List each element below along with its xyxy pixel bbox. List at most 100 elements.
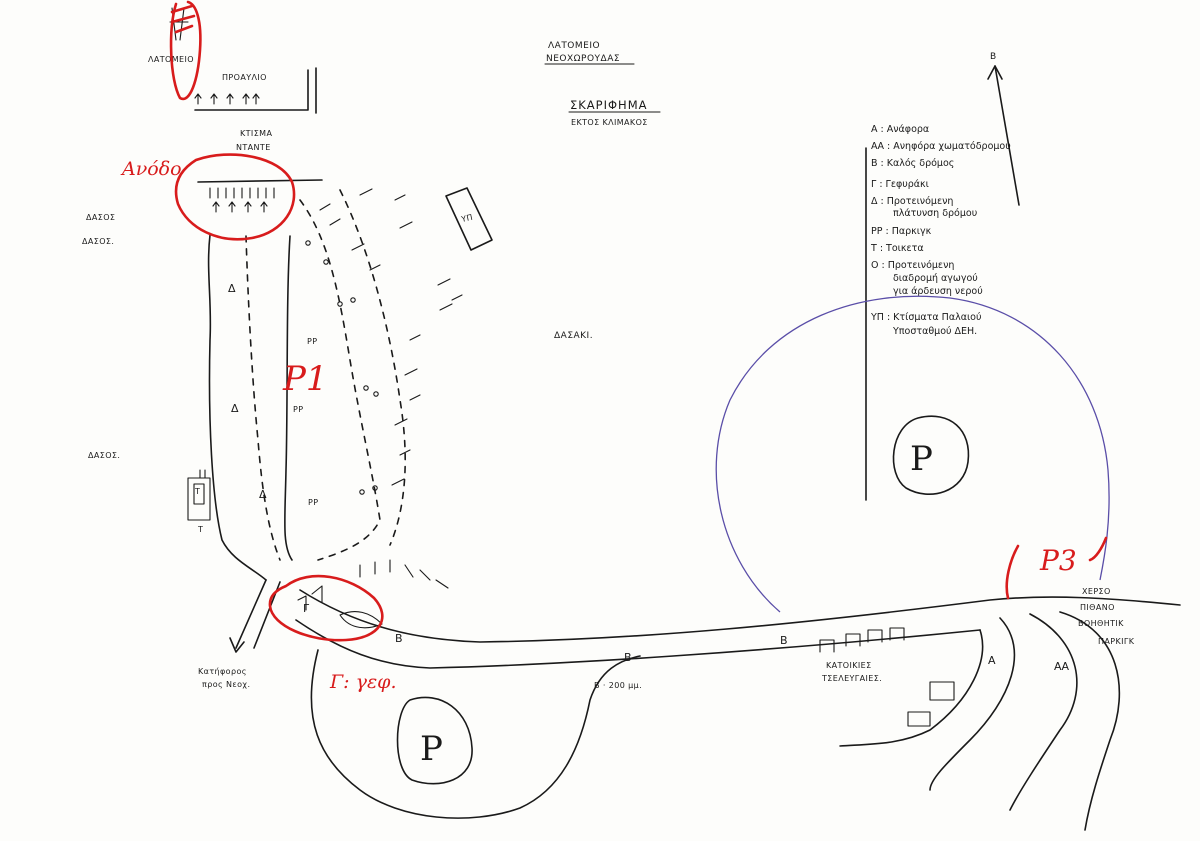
- distance-label: Β · 200 μμ.: [594, 681, 642, 690]
- beta-label-3: Β: [780, 634, 788, 647]
- north-arrow: B: [987, 52, 1020, 206]
- legend-item-t: Τ : Τοικετα: [870, 243, 924, 254]
- ktisma-label-2: ΝΤΑΝΤΕ: [236, 143, 271, 152]
- legend-item-yp-line2: Υποσταθμού ΔΕΗ.: [892, 326, 977, 337]
- legend-item-a: Α : Ανάφορα: [871, 124, 929, 135]
- east-side: ΚΑΤΟΙΚΙΕΣ ΤΣΕΛΕΥΓΑΙΕΣ. Α ΑΑ ΧΕΡΣΟ ΠΙΘΑΝΟ…: [819, 587, 1134, 831]
- title-line-1: ΛΑΤΟΜΕΙΟ: [548, 41, 600, 51]
- pp-label-2: PP: [293, 405, 303, 414]
- bridge-symbol: [339, 611, 383, 629]
- pp-label-1: PP: [307, 337, 317, 346]
- pipe-point: [305, 240, 311, 246]
- delta-label-3: Δ: [259, 488, 267, 501]
- ntante-arrows: [212, 201, 268, 213]
- main-road-top-edge: [299, 589, 1181, 643]
- aa-label: ΑΑ: [1054, 660, 1070, 673]
- upper-parking: P: [715, 295, 1110, 613]
- forecourt-outline: [194, 67, 317, 114]
- downhill-arrow: Κατήφορος προς Νεοχ.: [198, 579, 281, 689]
- pipe-point: [373, 391, 379, 397]
- katiforos-label-1: Κατήφορος: [198, 667, 247, 676]
- pipe-point: [337, 301, 343, 307]
- red-quarry-hatch: [170, 4, 196, 34]
- quarry-area: ΛΑΤΟΜΕΙΟ ΠΡΟΑΥΛΙΟ ΚΤΙΣΜΑ ΝΤΑΝΤΕ: [148, 7, 323, 213]
- ktisma-label-1: ΚΤΙΣΜΑ: [240, 129, 272, 138]
- ramp-a-edge-2: [929, 617, 1016, 791]
- proposed-pipe-route: [299, 199, 381, 561]
- katoikies-label-1: ΚΑΤΟΙΚΙΕΣ: [826, 661, 872, 670]
- forest-hatching: [319, 188, 463, 589]
- sketch-header: ΛΑΤΟΜΕΙΟ ΝΕΟΧΩΡΟΥΔΑΣ ΣΚΑΡΙΦΗΜΑ ΕΚΤΟΣ ΚΛΙ…: [544, 41, 661, 127]
- road-centerline: [245, 235, 281, 561]
- proaylio-label: ΠΡΟΑΥΛΙΟ: [222, 73, 267, 82]
- p1-annotation: P1: [282, 359, 328, 399]
- anodos-annotation: Ανόδο: [120, 158, 182, 180]
- north-arrow-label: B: [990, 52, 997, 62]
- ramp-aa-edge-2: [1059, 611, 1121, 831]
- kerso-label-3: ΒΟΗΘΗΤΙΚ: [1078, 619, 1124, 628]
- parking-zone-circle: [715, 295, 1110, 613]
- sketch-title: ΣΚΑΡΙΦΗΜΑ: [570, 98, 648, 112]
- substation-outline: [445, 187, 493, 251]
- legend-item-pp: PP : Παρκιγκ: [871, 226, 932, 237]
- legend-item-o: Ο : Προτεινόμενη: [871, 260, 954, 271]
- ramp-a-edge-1: [839, 629, 984, 747]
- proposed-pipe-route-2: [339, 189, 406, 546]
- legend-item-g: Γ : Γεφυράκι: [871, 179, 929, 190]
- red-annotations: Ανόδο P1 Γ: γεφ. P3: [120, 0, 1108, 693]
- toilet-label: Τ: [197, 525, 203, 534]
- legend-item-aa: ΑΑ : Ανηφόρα χωματόδρομου: [871, 141, 1011, 152]
- red-bridge-circle: [268, 574, 384, 642]
- katiforos-label-2: προς Νεοχ.: [202, 680, 250, 689]
- legend-item-d: Δ : Προτεινόμενη: [871, 196, 953, 207]
- dasos-label-3: ΔΑΣΟΣ.: [88, 451, 120, 460]
- road-left-edge: [207, 234, 267, 581]
- beta-label-1: Β: [395, 632, 403, 645]
- parking-zone-symbol-circle: [892, 415, 970, 496]
- north-arrow-head: [987, 65, 1003, 80]
- ntante-building-line: [197, 179, 323, 183]
- red-quarry-loop: [169, 0, 202, 101]
- dasaki-label: ΔΑΣΑΚΙ.: [554, 331, 593, 341]
- ntante-building-hatch: [209, 187, 275, 199]
- substation-label: ΥΠ: [460, 213, 474, 224]
- substation: ΥΠ: [445, 187, 493, 251]
- legend-item-b: Β : Καλός δρόμος: [871, 158, 954, 169]
- lower-parking-loop: [310, 649, 641, 819]
- title-line-2: ΝΕΟΧΩΡΟΥΔΑΣ: [546, 54, 620, 64]
- main-road: Β Β Β Γ Β · 200 μμ.: [295, 585, 1181, 690]
- ramp-aa-edge-1: [1009, 613, 1078, 811]
- katoikies-label-2: ΤΣΕΛΕΥΓΑΙΕΣ.: [821, 674, 882, 683]
- legend-item-o-line3: για άρδευση νερού: [893, 286, 983, 297]
- houses: [819, 627, 905, 653]
- downhill-arrowhead: [229, 637, 245, 653]
- legend-item-o-line2: διαδρομή αγωγού: [893, 273, 978, 284]
- lower-parking-circle: [396, 696, 473, 785]
- red-p3-bracket-right: [1088, 536, 1108, 562]
- toilet-label-inner: Τ: [194, 487, 200, 496]
- parking-zone-symbol: P: [910, 439, 933, 479]
- pipe-point: [359, 489, 365, 495]
- bridge-annotation: Γ: γεφ.: [329, 671, 397, 693]
- legend-item-d-line2: πλάτυνση δρόμου: [893, 208, 977, 219]
- pipe-point: [323, 259, 329, 265]
- main-road-bottom-edge: [295, 619, 981, 669]
- lower-parking: P: [310, 649, 641, 819]
- pipe-point: [350, 297, 356, 303]
- legend: Α : Ανάφορα ΑΑ : Ανηφόρα χωματόδρομου Β …: [865, 124, 1011, 501]
- bridge-marks: [297, 585, 323, 611]
- access-road: Δ Δ Δ PP PP PP: [207, 189, 406, 581]
- dasos-label-1: ΔΑΣΟΣ: [86, 213, 115, 222]
- north-arrow-shaft: [994, 65, 1020, 206]
- legend-item-yp: ΥΠ : Κτίσματα Παλαιού: [870, 312, 982, 323]
- sketch-subtitle: ΕΚΤΟΣ ΚΛΙΜΑΚΟΣ: [571, 118, 648, 127]
- toilets: Τ Τ: [187, 469, 211, 534]
- kerso-label-1: ΧΕΡΣΟ: [1082, 587, 1111, 596]
- beta-label-2: Β: [624, 651, 632, 664]
- a-label: Α: [988, 654, 996, 667]
- pipe-point: [363, 385, 369, 391]
- lower-parking-symbol: P: [420, 729, 443, 769]
- pipe-point: [372, 485, 378, 491]
- delta-label-2: Δ: [231, 402, 239, 415]
